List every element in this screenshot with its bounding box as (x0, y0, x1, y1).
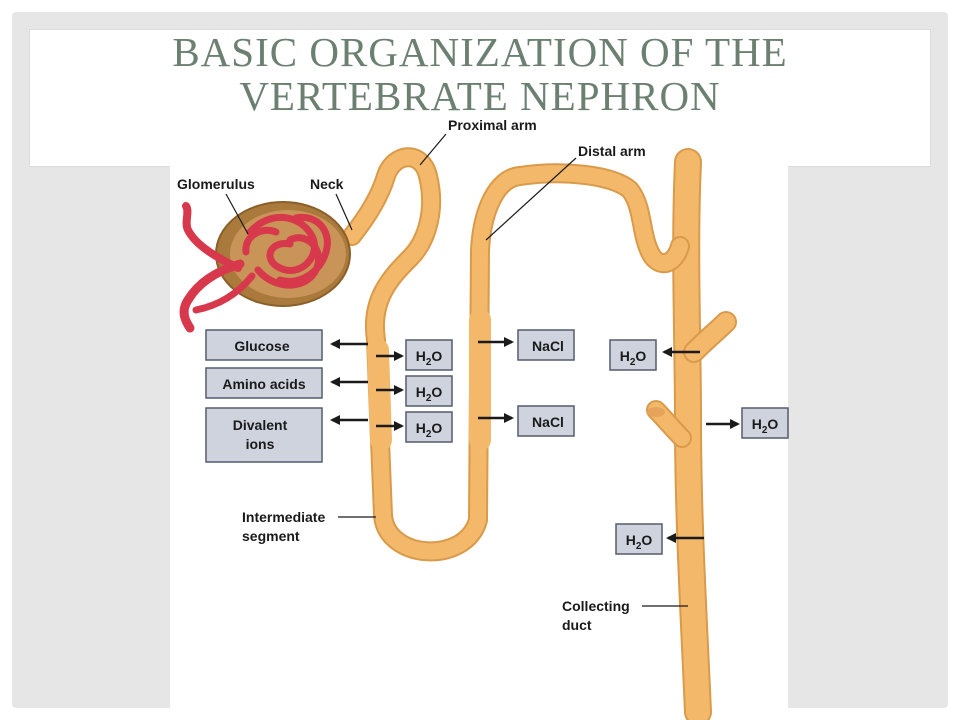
afferent-vessel (179, 259, 245, 333)
glucose-label: Glucose (234, 338, 289, 354)
nacl-label-1: NaCl (532, 338, 564, 354)
water-box-2 (405, 375, 453, 407)
solute-boxes (205, 329, 789, 555)
transport-arrows (330, 337, 740, 543)
glucose-box (205, 329, 323, 361)
efferent-vessel (182, 202, 242, 272)
distal-arm-leader (485, 157, 577, 241)
divalent-label-line-1: Divalent (233, 417, 288, 433)
nacl-box-2 (517, 405, 575, 437)
divalent-ions-box (205, 407, 323, 463)
amino-acids-box (205, 367, 323, 399)
distal-arm-label: Distal arm (578, 143, 646, 159)
water-label-1: H2O (416, 348, 443, 368)
nacl-box-1 (517, 329, 575, 361)
tubule (342, 147, 690, 562)
water-box-1 (405, 339, 453, 371)
glomerulus-leader (225, 193, 249, 235)
intermediate-segment-label-line-1: Intermediate (242, 509, 325, 525)
title-line-1: BASIC ORGANIZATION OF THE (172, 29, 788, 75)
water-label-2: H2O (416, 384, 443, 404)
water-label-duct-1: H2O (620, 348, 647, 368)
neck-label: Neck (310, 176, 344, 192)
water-box-duct-2 (741, 407, 789, 439)
nacl-label-2: NaCl (532, 414, 564, 430)
neck-leader (335, 193, 353, 231)
capillary-tuft (242, 213, 331, 289)
water-label-duct-3: H2O (626, 532, 653, 552)
water-label-duct-2: H2O (752, 416, 779, 436)
leader-lines (225, 133, 688, 607)
water-box-3 (405, 411, 453, 443)
proximal-arm-leader (419, 133, 447, 166)
collecting-duct-label-line-1: Collecting (562, 598, 630, 614)
collecting-duct-label-line-2: duct (562, 617, 592, 633)
title-line-2: VERTEBRATE NEPHRON (239, 73, 721, 119)
proximal-arm-label: Proximal arm (448, 117, 537, 133)
intermediate-segment-label-line-2: segment (242, 528, 300, 544)
glomerulus-label: Glomerulus (177, 176, 255, 192)
divalent-label-line-2: ions (246, 436, 275, 452)
water-box-duct-3 (615, 523, 663, 555)
duct-branch-opening (647, 407, 665, 417)
title-panel (30, 30, 930, 166)
glomerulus-capsule (179, 201, 351, 333)
water-box-duct-1 (609, 339, 657, 371)
water-label-3: H2O (416, 420, 443, 440)
amino-acids-label: Amino acids (222, 376, 305, 392)
slide-title: BASIC ORGANIZATION OF THE VERTEBRATE NEP… (30, 30, 930, 118)
